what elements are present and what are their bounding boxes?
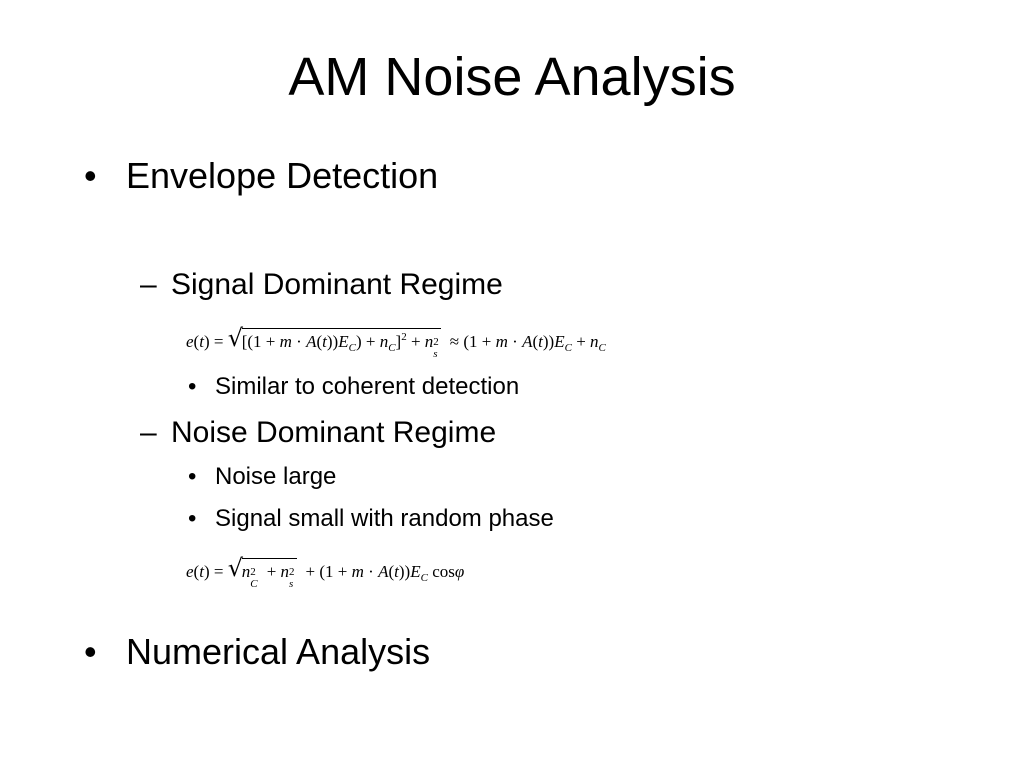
bullet-envelope-detection: • Envelope Detection (84, 156, 438, 196)
radical-icon: √ (227, 324, 243, 352)
bullet-dot-icon: • (84, 631, 97, 672)
bullet-text: Signal Dominant Regime (171, 268, 503, 301)
bullet-noise-dominant-regime: –Noise Dominant Regime (140, 416, 496, 450)
bullet-numerical-analysis: • Numerical Analysis (84, 632, 430, 672)
bullet-dot-icon: • (84, 155, 97, 196)
bullet-text: Similar to coherent detection (215, 373, 520, 400)
bullet-signal-small: • Signal small with random phase (188, 505, 554, 533)
slide-title: AM Noise Analysis (288, 47, 736, 107)
bullet-text: Numerical Analysis (126, 631, 431, 672)
bullet-dot-icon: • (188, 373, 197, 400)
dash-bullet-icon: – (140, 416, 157, 449)
bullet-noise-large: • Noise large (188, 463, 336, 491)
bullet-signal-dominant-regime: –Signal Dominant Regime (140, 268, 503, 302)
dash-bullet-icon: – (140, 268, 157, 301)
bullet-text: Noise Dominant Regime (171, 416, 497, 449)
radical-icon: √ (227, 554, 243, 582)
bullet-dot-icon: • (188, 505, 197, 532)
bullet-dot-icon: • (188, 463, 197, 490)
bullet-text: Noise large (215, 463, 337, 490)
bullet-text: Envelope Detection (126, 155, 439, 196)
bullet-similar-coherent: • Similar to coherent detection (188, 373, 519, 401)
bullet-text: Signal small with random phase (215, 505, 554, 532)
